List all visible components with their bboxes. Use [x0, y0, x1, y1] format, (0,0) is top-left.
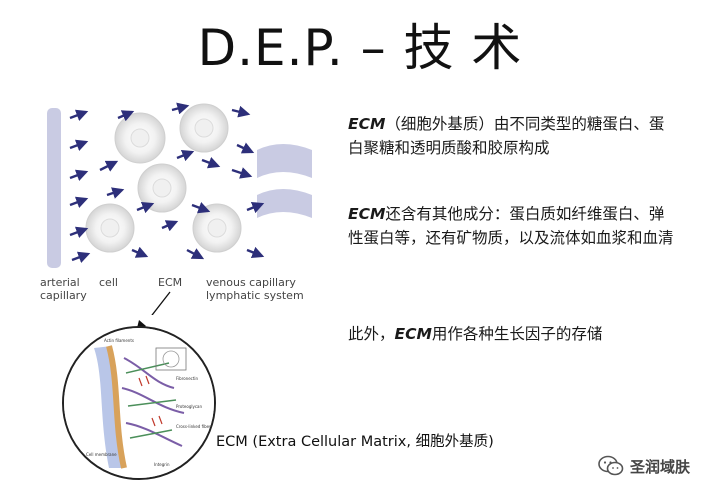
flow-arrow: [69, 169, 89, 181]
flow-arrow: [117, 110, 135, 122]
flow-arrow: [231, 167, 253, 179]
zoom-label: Proteoglycan: [176, 404, 202, 409]
watermark-text: 圣润域肤: [630, 457, 691, 476]
ecm-caption: ECM (Extra Cellular Matrix, 细胞外基质): [216, 434, 494, 450]
inset-molecule: [162, 350, 180, 368]
membrane-edge: [106, 345, 127, 469]
flow-arrows: [69, 102, 265, 263]
paragraph-3-text: 用作各种生长因子的存储: [431, 325, 603, 343]
ecm-zoom-graphic: Actin filamentsFibronectinProteoglycanCr…: [64, 328, 214, 478]
label-cell: cell: [99, 276, 118, 289]
collagen-fibers: [121, 357, 185, 447]
ecm-diagram-graphic: [47, 102, 312, 315]
flow-arrow: [71, 251, 91, 263]
ecm-diagram: arterial capillary cell ECM venous capil…: [40, 100, 342, 315]
flow-arrow: [246, 246, 265, 259]
zoom-label-group: Actin filamentsFibronectinProteoglycanCr…: [86, 338, 214, 467]
inset-box: [155, 347, 187, 371]
flow-arrow: [161, 220, 179, 232]
paragraph-3: 此外，ECM用作各种生长因子的存储: [348, 322, 678, 346]
cell-4-nucleus: [100, 218, 120, 238]
zoom-label: Cross-linked fibers of collagen: [176, 424, 214, 429]
flow-arrow: [231, 105, 251, 118]
cell-5-nucleus: [207, 218, 227, 238]
wechat-icon: [598, 455, 624, 476]
fibronectin-strands: [125, 362, 177, 439]
proteoglycan-glyphs: [138, 375, 163, 427]
watermark: 圣润域肤: [598, 452, 690, 480]
paragraph-2-text: 还含有其他成分：蛋白质如纤维蛋白、弹性蛋白等，还有矿物质，以及流体如血浆和血清: [348, 205, 674, 247]
flow-arrow: [69, 226, 89, 238]
cell-3-nucleus: [152, 178, 172, 198]
paragraph-1: ECM（细胞外基质）由不同类型的糖蛋白、蛋白聚糖和透明质酸和胶原构成: [348, 112, 678, 160]
paragraph-3-prefix: 此外，: [348, 325, 395, 343]
ecm-keyword: ECM: [394, 325, 432, 343]
ecm-pointer-line: [151, 291, 171, 315]
flow-arrow: [69, 196, 89, 208]
flow-arrow: [236, 142, 255, 154]
label-venous-capillary: venous capillary lymphatic system: [206, 276, 304, 302]
ecm-keyword: ECM: [348, 205, 386, 223]
paragraph-1-text: （细胞外基质）由不同类型的糖蛋白、蛋白聚糖和透明质酸和胶原构成: [348, 115, 665, 157]
zoom-label: Actin filaments: [104, 338, 134, 343]
ecm-keyword: ECM: [348, 115, 386, 133]
flow-arrow: [191, 202, 211, 214]
flow-arrow: [106, 187, 125, 199]
zoom-label: Cell membrane: [86, 452, 117, 457]
zoom-label: Fibronectin: [176, 376, 199, 381]
flow-arrow: [131, 246, 149, 258]
flow-arrow: [186, 248, 205, 260]
flow-arrow: [246, 201, 265, 214]
flow-arrow: [136, 201, 155, 214]
cell-2-nucleus: [194, 118, 214, 138]
paragraph-2: ECM还含有其他成分：蛋白质如纤维蛋白、弹性蛋白等，还有矿物质，以及流体如血浆和…: [348, 202, 678, 250]
flow-arrow: [176, 149, 195, 162]
flow-arrow: [69, 109, 89, 121]
flow-arrow: [69, 139, 89, 151]
label-ecm: ECM: [158, 276, 183, 289]
cell-1-nucleus: [130, 128, 150, 148]
flow-arrow: [171, 102, 190, 115]
cell-group: [85, 103, 242, 253]
lymphatic-vessel-shape: [257, 189, 312, 218]
flow-arrow: [201, 157, 221, 169]
label-arterial-capillary: arterial capillary: [40, 276, 87, 302]
flow-arrow: [99, 160, 119, 172]
arterial-capillary-bar: [47, 108, 61, 268]
venous-capillary-shape: [257, 144, 312, 178]
page-title: D.E.P. – 技 术: [197, 19, 523, 77]
zoom-label: Integrin: [154, 462, 170, 467]
